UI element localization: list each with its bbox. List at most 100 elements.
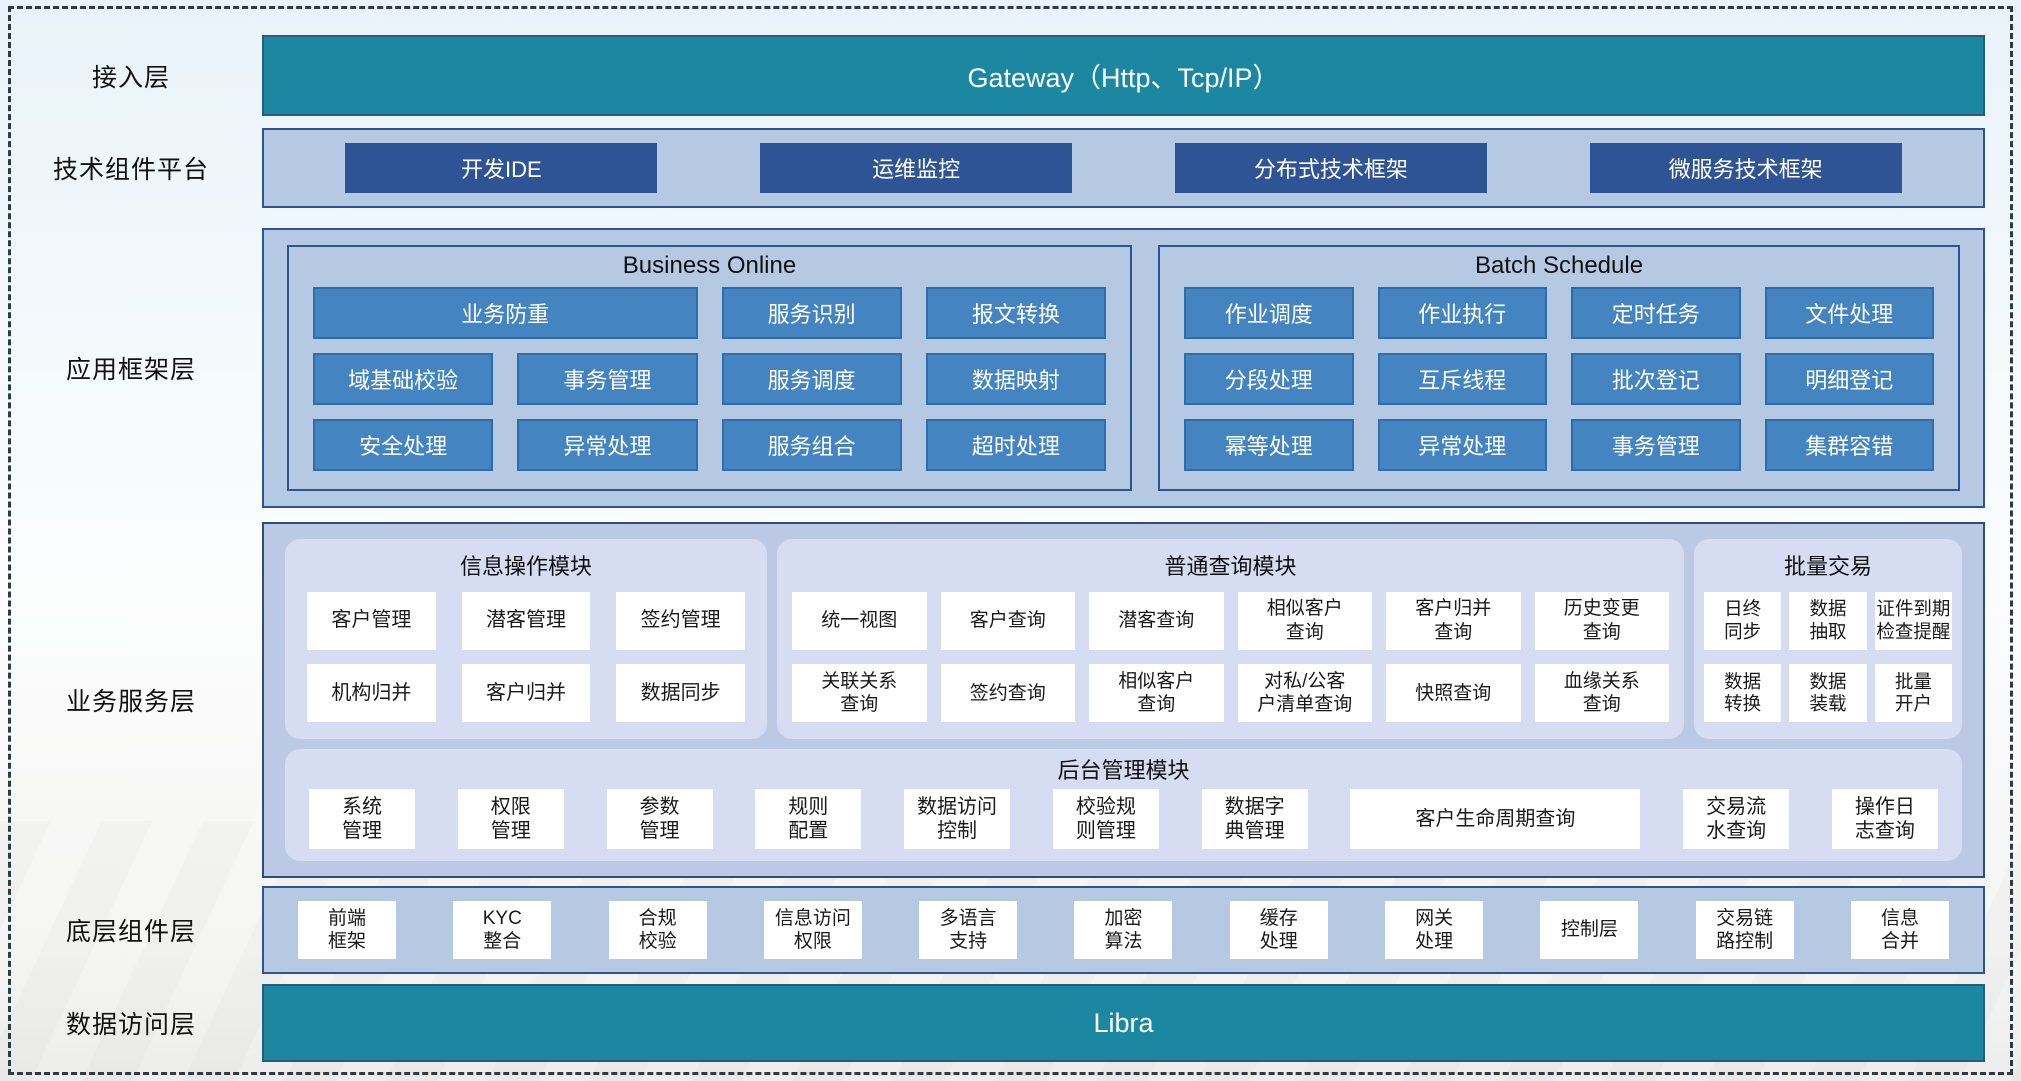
dashed-border-frame [8,6,2013,1075]
layer-label-service: 业务服务层 [65,688,196,716]
info-operation-title: 信息操作模块 [459,554,592,579]
service-cell: 批量 开户 [1874,664,1952,723]
batch-schedule-button: 明细登记 [1764,353,1934,405]
admin-cell: 客户生命周期查询 [1350,789,1641,849]
service-cell: 潜客查询 [1089,591,1224,650]
business-online-button: 服务组合 [721,419,902,471]
admin-module-cells: 系统 管理权限 管理参数 管理规则 配置数据访问 控制校验规 则管理数据字 典管… [285,785,1962,861]
admin-cell: 规则 配置 [755,789,862,849]
layer-label-tech: 技术组件平台 [52,156,209,184]
admin-cell: 参数 管理 [606,789,713,849]
layer-label-data: 数据访问层 [65,1011,196,1039]
batch-schedule-button: 幂等处理 [1184,419,1354,471]
service-cell: 相似客户 查询 [1089,664,1224,723]
tech-platform-button: 运维监控 [760,143,1073,193]
service-cell: 数据同步 [616,664,745,723]
business-online-button: 安全处理 [313,419,494,471]
service-cell: 统一视图 [792,591,927,650]
batch-schedule-title: Batch Schedule [1474,252,1644,279]
component-cell: 缓存 处理 [1229,901,1328,959]
admin-module-title: 后台管理模块 [1057,758,1190,783]
batch-schedule-button: 作业调度 [1184,287,1354,339]
service-cell: 相似客户 查询 [1237,591,1372,650]
batch-schedule-button: 分段处理 [1184,353,1354,405]
general-query-module: 普通查询模块 统一视图客户查询潜客查询相似客户 查询客户归并 查询历史变更 查询… [777,539,1684,739]
batch-schedule-group: Batch Schedule 作业调度作业执行定时任务文件处理分段处理互斥线程批… [1158,245,1960,491]
business-online-button: 域基础校验 [313,353,494,405]
info-operation-module: 信息操作模块 客户管理潜客管理签约管理机构归并客户归并数据同步 [285,539,767,739]
general-query-title: 普通查询模块 [1164,554,1297,579]
business-online-button: 服务识别 [721,287,902,339]
business-online-button: 超时处理 [925,419,1106,471]
layer-label-access: 接入层 [91,63,170,92]
service-cell: 客户归并 查询 [1386,591,1521,650]
component-cell: 前端 框架 [298,901,396,959]
component-cell: 交易链 路控制 [1695,901,1794,959]
service-cell: 关联关系 查询 [792,664,927,723]
service-modules: 信息操作模块 客户管理潜客管理签约管理机构归并客户归并数据同步 普通查询模块 统… [285,539,1962,739]
batch-transaction-module: 批量交易 日终 同步数据 抽取证件到期 检查提醒数据 转换数据 装载批量 开户 [1694,539,1962,739]
batch-schedule-button: 文件处理 [1764,287,1934,339]
batch-schedule-button: 定时任务 [1571,287,1741,339]
service-cell: 日终 同步 [1704,591,1782,650]
component-cell: 控制层 [1540,901,1639,959]
batch-schedule-button: 集群容错 [1764,419,1934,471]
business-online-title: Business Online [622,252,797,279]
admin-cell: 系统 管理 [309,789,415,849]
batch-transaction-cells: 日终 同步数据 抽取证件到期 检查提醒数据 转换数据 装载批量 开户 [1694,583,1962,739]
gateway-bar: Gateway（Http、Tcp/IP） [262,35,1985,116]
business-online-button: 异常处理 [517,419,698,471]
component-cell: 信息访问 权限 [763,901,862,959]
business-online-button: 报文转换 [925,287,1106,339]
admin-cell: 校验规 则管理 [1052,789,1159,849]
general-query-cells: 统一视图客户查询潜客查询相似客户 查询客户归并 查询历史变更 查询关联关系 查询… [777,583,1684,739]
service-cell: 签约管理 [616,591,745,650]
service-cell: 快照查询 [1386,664,1521,723]
batch-schedule-button: 作业执行 [1377,287,1547,339]
app-framework-row: Business Online 业务防重服务识别报文转换域基础校验事务管理服务调… [262,228,1985,508]
service-cell: 数据 装载 [1789,664,1867,723]
component-cell: KYC 整合 [453,901,552,959]
component-cell: 网关 处理 [1385,901,1484,959]
service-cell: 数据 转换 [1704,664,1782,723]
batch-transaction-title: 批量交易 [1783,554,1872,579]
business-online-grid: 业务防重服务识别报文转换域基础校验事务管理服务调度数据映射安全处理异常处理服务组… [289,285,1130,489]
tech-platform-button: 分布式技术框架 [1174,143,1487,193]
batch-schedule-button: 异常处理 [1377,419,1547,471]
admin-module: 后台管理模块 系统 管理权限 管理参数 管理规则 配置数据访问 控制校验规 则管… [285,749,1962,861]
component-cell: 多语言 支持 [919,901,1018,959]
business-online-group: Business Online 业务防重服务识别报文转换域基础校验事务管理服务调… [287,245,1132,491]
admin-cell: 数据字 典管理 [1201,789,1308,849]
component-cell: 信息 合并 [1850,901,1949,959]
service-cell: 客户查询 [940,591,1075,650]
batch-schedule-button: 互斥线程 [1377,353,1547,405]
layer-label-app: 应用框架层 [65,356,196,384]
business-online-button: 业务防重 [313,287,698,339]
info-operation-cells: 客户管理潜客管理签约管理机构归并客户归并数据同步 [285,583,767,739]
admin-cell: 权限 管理 [457,789,564,849]
layer-label-component: 底层组件层 [65,918,196,946]
tech-platform-button: 微服务技术框架 [1589,143,1902,193]
service-cell: 证件到期 检查提醒 [1874,591,1952,650]
tech-platform-button: 开发IDE [345,143,658,193]
batch-schedule-button: 事务管理 [1571,419,1741,471]
business-online-button: 数据映射 [925,353,1106,405]
business-online-button: 服务调度 [721,353,902,405]
business-service-row: 信息操作模块 客户管理潜客管理签约管理机构归并客户归并数据同步 普通查询模块 统… [262,522,1985,878]
batch-schedule-button: 批次登记 [1571,353,1741,405]
libra-bar: Libra [262,984,1985,1062]
tech-platform-row: 开发IDE 运维监控 分布式技术框架 微服务技术框架 [262,128,1985,208]
service-cell: 客户归并 [461,664,591,723]
service-cell: 对私/公客 户清单查询 [1237,664,1372,723]
service-cell: 潜客管理 [461,591,591,650]
admin-cell: 交易流 水查询 [1683,789,1790,849]
service-cell: 血缘关系 查询 [1534,664,1669,723]
service-cell: 历史变更 查询 [1534,591,1669,650]
service-cell: 数据 抽取 [1789,591,1867,650]
business-online-button: 事务管理 [517,353,698,405]
service-cell: 签约查询 [940,664,1075,723]
component-cell: 加密 算法 [1074,901,1173,959]
service-cell: 客户管理 [307,591,436,650]
